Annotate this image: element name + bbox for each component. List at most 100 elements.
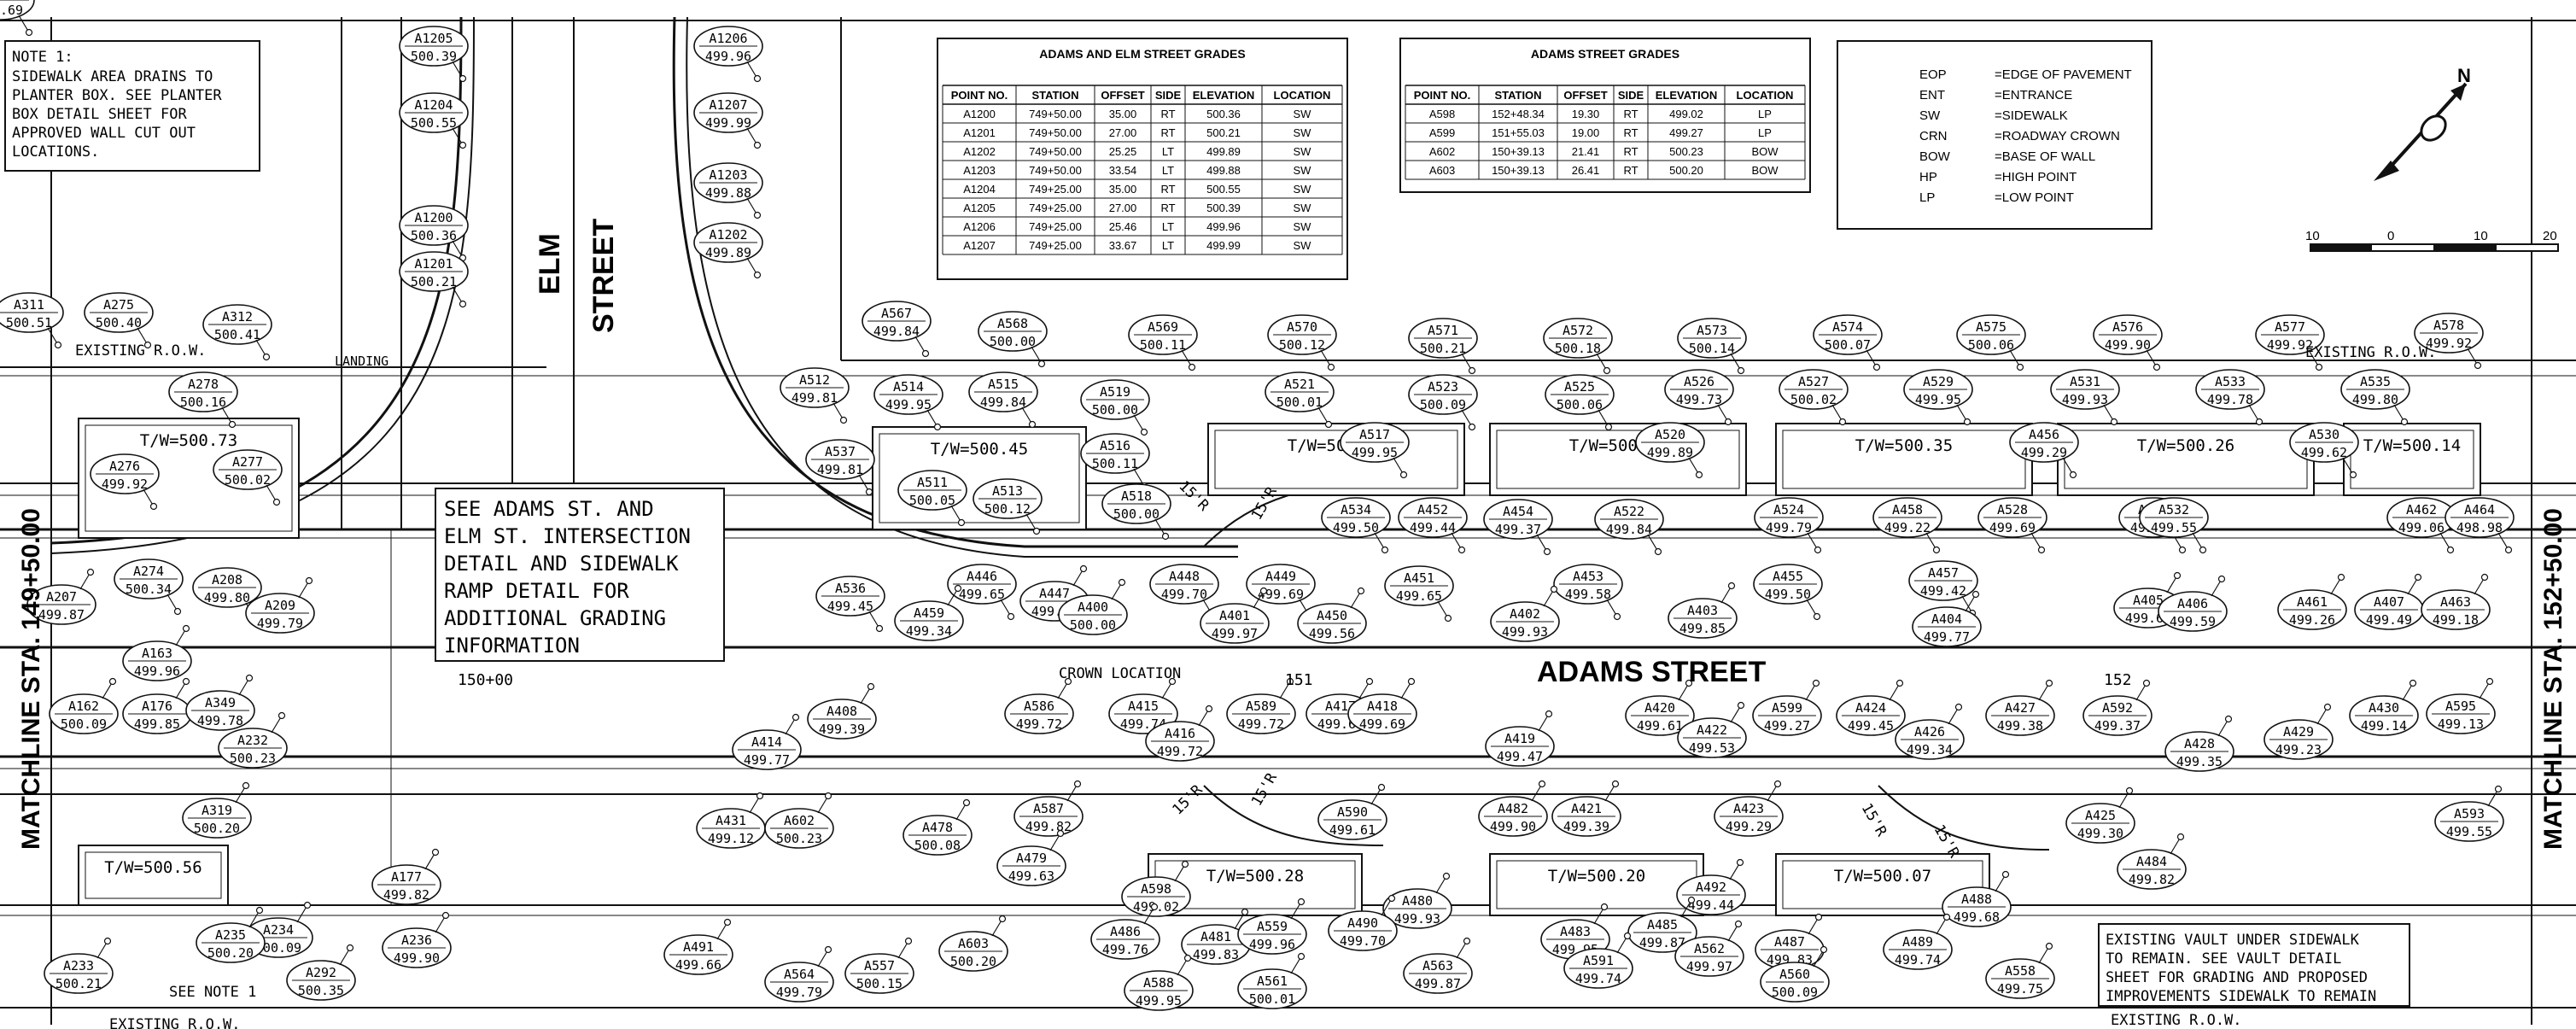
table-cell: 35.00 <box>1109 108 1137 120</box>
point-number: A557 <box>864 958 895 973</box>
top-of-wall-label: T/W=500.28 <box>1206 867 1304 886</box>
table-cell: SW <box>1294 202 1312 214</box>
point-elevation: 499.93 <box>2062 392 2108 407</box>
point-elevation: 499.76 <box>1102 942 1148 957</box>
point-number: A560 <box>1779 967 1810 982</box>
table-cell: LP <box>1758 108 1772 120</box>
point-elevation: 499.79 <box>257 616 303 631</box>
table-cell: 500.36 <box>1206 108 1241 120</box>
matchline-left: MATCHLINE STA. 149+50.00 <box>17 508 45 850</box>
point-elevation: 499.59 <box>2170 614 2216 629</box>
vault-note: EXISTING VAULT UNDER SIDEWALK TO REMAIN.… <box>2098 923 2410 1007</box>
point-elevation: 499.82 <box>383 887 429 903</box>
point-elevation: 499.69 <box>1258 587 1304 602</box>
intersection-note-line: ELM ST. INTERSECTION <box>444 524 691 548</box>
point-elevation: 500.20 <box>194 821 240 836</box>
point-number: A577 <box>2275 319 2305 335</box>
table-cell: LT <box>1162 220 1174 233</box>
existing-row-label: EXISTING R.O.W. <box>75 342 207 360</box>
table1-title: ADAMS AND ELM STREET GRADES <box>1039 47 1245 61</box>
table-cell: 749+25.00 <box>1029 220 1082 233</box>
point-elevation: 499.83 <box>1193 947 1239 962</box>
point-number: A482 <box>1498 801 1528 816</box>
adams-elm-grades-table: ADAMS AND ELM STREET GRADES POINT NO.STA… <box>937 38 1348 280</box>
table-cell: SW <box>1294 126 1312 139</box>
point-elevation: 499.68 <box>1954 909 2000 925</box>
point-elevation: 499.92 <box>102 476 148 492</box>
point-elevation: 500.06 <box>1557 397 1603 412</box>
intersection-note-line: DETAIL AND SIDEWALK <box>444 552 679 576</box>
scale-label: 10 <box>2474 229 2488 243</box>
point-number: A481 <box>1200 929 1231 944</box>
point-number: A319 <box>202 803 232 818</box>
point-number: A457 <box>1928 565 1959 581</box>
table-cell: 500.21 <box>1206 126 1241 139</box>
point-elevation: 499.27 <box>1764 718 1810 734</box>
point-elevation: 499.82 <box>2129 872 2175 887</box>
table-cell: 26.41 <box>1572 164 1600 177</box>
point-elevation: 499.75 <box>1997 981 2043 997</box>
point-number: A311 <box>14 297 44 313</box>
point-elevation: 499.22 <box>1884 520 1931 535</box>
point-number: A514 <box>893 379 924 395</box>
point-number: A452 <box>1417 502 1448 517</box>
point-elevation: 500.40 <box>96 315 142 330</box>
planter-box: T/W=500.14 <box>2343 423 2481 496</box>
point-elevation: 499.35 <box>2176 754 2223 769</box>
point-elevation: 499.45 <box>827 599 873 614</box>
point-number: A207 <box>46 589 77 605</box>
point-elevation: 499.74 <box>1575 971 1621 986</box>
point-number: A407 <box>2374 594 2404 610</box>
table-cell: 499.99 <box>1206 239 1241 252</box>
elm-street-label: STREET <box>587 219 620 333</box>
point-elevation: 500.12 <box>1279 337 1325 353</box>
point-number: A603 <box>958 936 989 951</box>
point-number: A448 <box>1169 569 1200 584</box>
point-elevation: 500.18 <box>1555 341 1601 356</box>
table-cell: A1200 <box>963 108 996 120</box>
point-number: A578 <box>2433 318 2464 333</box>
point-number: A1201 <box>414 256 453 272</box>
legend-abbrev: ENT <box>1919 88 1945 102</box>
point-elevation: 499.80 <box>2352 392 2398 407</box>
point-number: A463 <box>2440 594 2471 610</box>
point-number: A1207 <box>709 97 747 113</box>
point-elevation: 500.35 <box>298 983 344 998</box>
point-number: A1202 <box>709 227 747 243</box>
point-elevation: 499.50 <box>1333 520 1379 535</box>
point-number: A479 <box>1016 851 1047 866</box>
scale-bar: 10 0 10 20 <box>2305 229 2559 252</box>
table-cell: RT <box>1623 145 1638 158</box>
point-number: A464 <box>2464 502 2495 517</box>
point-elevation: 499.78 <box>197 713 243 728</box>
table-cell: 19.00 <box>1572 126 1600 139</box>
point-elevation: 499.37 <box>1495 522 1541 537</box>
point-number: A564 <box>784 967 815 982</box>
table-cell: SW <box>1294 183 1312 196</box>
point-elevation: 499.42 <box>1920 583 1966 599</box>
station-label: 151 <box>1285 671 1313 689</box>
point-number: A590 <box>1337 804 1368 820</box>
